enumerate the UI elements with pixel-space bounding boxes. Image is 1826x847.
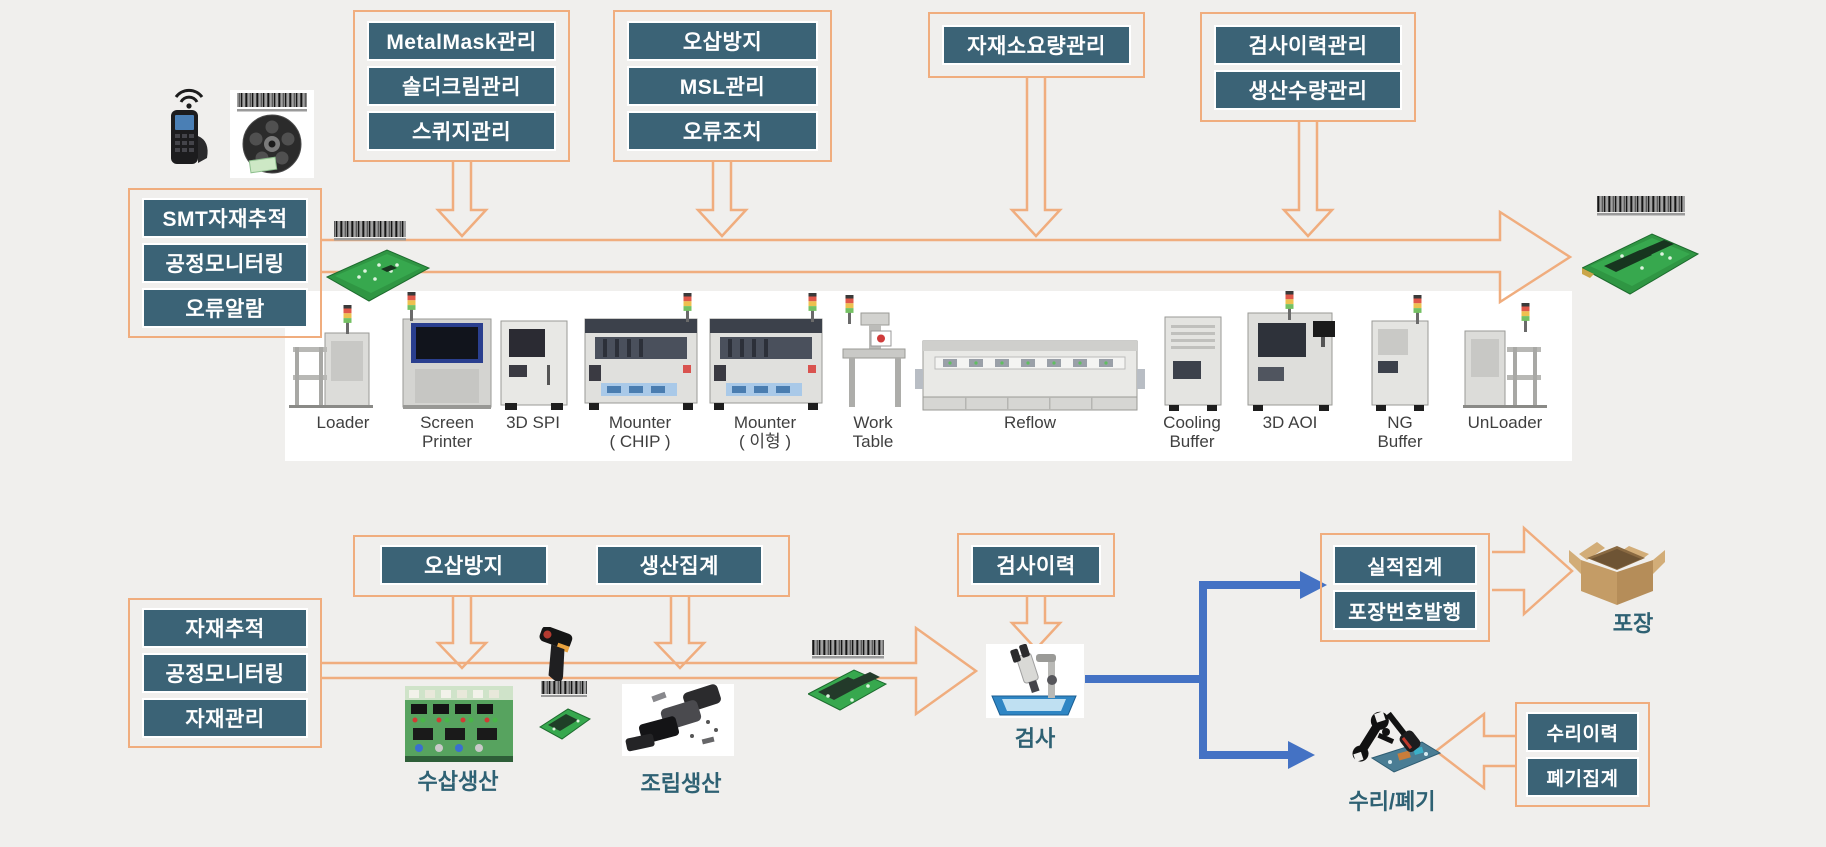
station-label-manual-insert: 수삽생산 [417,769,499,794]
pcb-barcode-icon-right [1582,196,1700,295]
blue-arrowhead-repair [1288,741,1315,769]
machine-label-mounter-chip: Mounter ( CHIP ) [608,413,672,452]
packing-arrow [1492,525,1574,617]
repair-discard-group: 수리이력 폐기집계 [1515,702,1650,807]
diagram-box-process-monitoring: 공정모니터링 [142,243,308,283]
funnel-arrow-msl [695,162,749,238]
smt-machines-illustration [289,291,1547,411]
machine-label-3d-aoi: 3D AOI [1262,413,1318,432]
through-hole-pcb-photo [405,686,513,762]
funnel-arrow-metalmask [435,162,489,238]
diagram-box-msl: MSL관리 [627,66,818,106]
exploded-assembly-image [622,684,734,756]
microscope-inspection-image [986,644,1084,718]
packing-box-icon [1569,542,1665,605]
diagram-box-repair-history: 수리이력 [1526,712,1639,752]
funnel-arrow-inspection [1281,122,1335,238]
station-label-inspection: 검사 [1014,726,1056,751]
diagram-box-material-management: 자재관리 [142,698,308,738]
metalmask-management-group: MetalMask관리 솔더크림관리 스퀴지관리 [353,10,570,162]
funnel-arrow-production [653,597,707,670]
diagram-box-production-quantity: 생산수량관리 [1214,69,1402,110]
bottom-flow-arrow [322,625,979,717]
machine-label-work-table: Work Table [852,413,894,452]
diagram-box-result-total: 실적집계 [1333,545,1477,585]
pcb-barcode-icon-middle [808,640,888,711]
handheld-scanner-icon [171,88,208,164]
blue-arrowhead-result [1300,571,1327,599]
diagram-box-solder-cream: 솔더크림관리 [367,66,556,106]
machine-label-3d-spi: 3D SPI [506,413,560,432]
component-reel-icon [230,90,314,178]
diagram-box-error-handling: 오류조치 [627,111,818,151]
repair-arrow [1433,711,1515,791]
machine-label-mounter-odd: Mounter ( 이형 ) [733,413,797,452]
diagram-box-material-tracking: 자재추적 [142,608,308,648]
inspection-history-group: 검사이력관리 생산수량관리 [1200,12,1416,122]
machine-label-ng-buffer: NG Buffer [1377,413,1423,452]
msl-management-group: 오삽방지 MSL관리 오류조치 [613,10,832,162]
repair-tools-image [1352,711,1442,773]
diagram-box-discard-total: 폐기집계 [1526,757,1639,797]
top-flow-arrow [322,209,1573,305]
diagram-box-misinsert-prevention: 오삽방지 [380,545,548,585]
diagram-box-material-requirement: 자재소요량관리 [942,25,1131,65]
machine-label-screen-printer: Screen Printer [420,413,474,452]
blue-flow-to-repair [1199,675,1288,759]
result-packing-group: 실적집계 포장번호발행 [1320,533,1490,642]
diagram-box-smt-material-tracking: SMT자재추적 [142,198,308,238]
station-label-assembly: 조립생산 [640,771,722,796]
station-label-packing: 포장 [1612,611,1654,636]
barcode-gun-icon [539,627,573,682]
pcb-barcode-icon-left [325,221,431,302]
inspection-history-group-bottom: 검사이력 [957,533,1115,597]
material-requirement-group: 자재소요량관리 [928,12,1145,78]
smt-tracking-panel: SMT자재추적 공정모니터링 오류알람 [128,188,322,338]
diagram-box-packing-number: 포장번호발행 [1333,590,1477,630]
funnel-arrow-material [1009,78,1063,238]
funnel-arrow-prevention [435,597,489,670]
machine-label-loader: Loader [316,413,370,432]
diagram-box-squeegee: 스퀴지관리 [367,111,556,151]
machine-label-unloader: UnLoader [1467,413,1543,432]
small-pcb-barcode-icon [539,681,591,740]
diagram-box-process-monitoring: 공정모니터링 [142,653,308,693]
station-label-repair: 수리/폐기 [1348,789,1436,814]
diagram-box-error-alarm: 오류알람 [142,288,308,328]
smt-line-strip: Loader Screen Printer 3D SPI Mounter ( C… [285,291,1572,461]
funnel-arrow-inspect-history [1009,597,1063,651]
manual-tracking-panel: 자재추적 공정모니터링 자재관리 [128,598,322,748]
diagram-box-inspection-history: 검사이력관리 [1214,24,1402,65]
diagram-box-inspection-history: 검사이력 [971,545,1101,585]
machine-label-reflow: Reflow [1004,413,1056,432]
blue-flow-to-result [1085,581,1300,683]
diagram-box-metalmask: MetalMask관리 [367,21,556,61]
diagram-box-misinsert-prevention: 오삽방지 [627,21,818,61]
machine-label-cooling-buffer: Cooling Buffer [1163,413,1221,452]
prevention-production-group: 오삽방지 생산집계 [353,535,790,597]
diagram-box-production-total: 생산집계 [595,545,763,585]
